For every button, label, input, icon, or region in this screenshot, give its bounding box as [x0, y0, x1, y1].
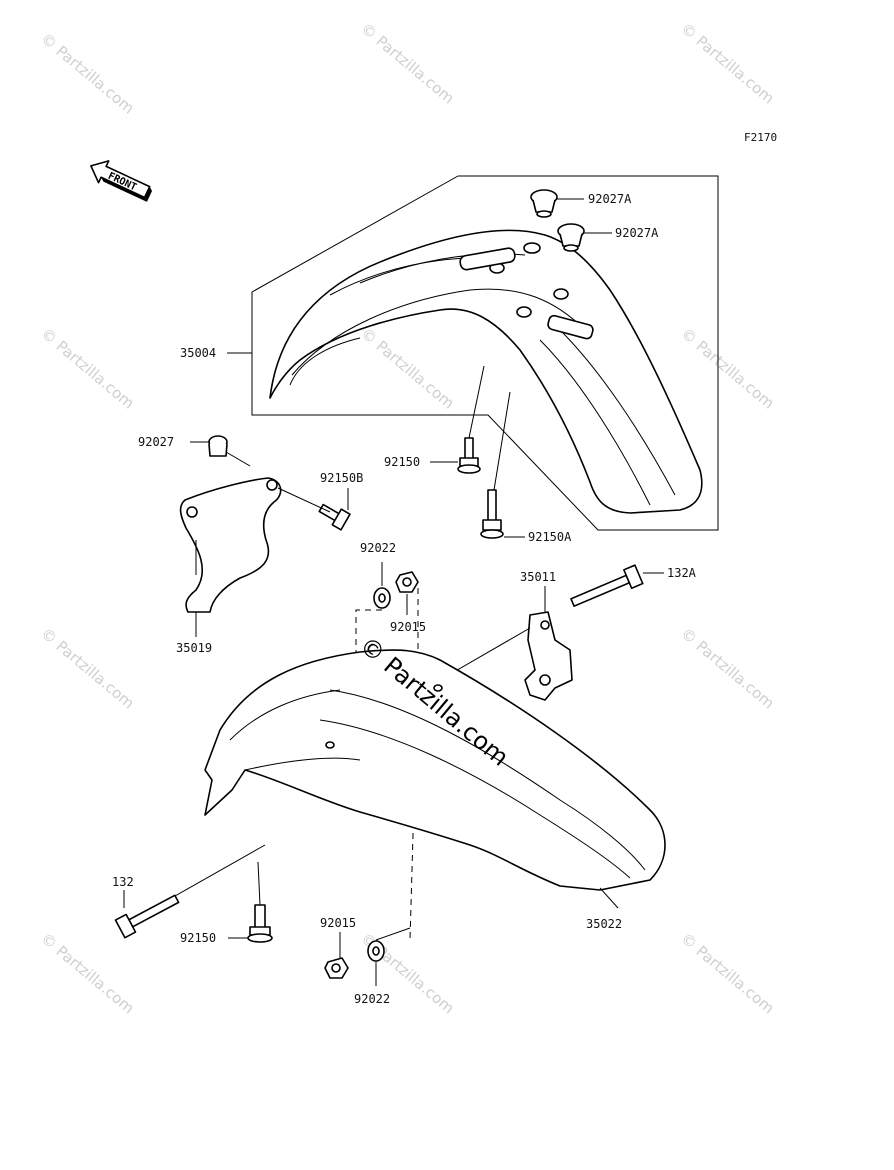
part-label-35022: 35022	[586, 917, 622, 931]
watermark: © Partzilla.com	[357, 324, 457, 412]
watermark: © Partzilla.com	[37, 29, 137, 117]
part-label-92015: 92015	[320, 916, 356, 930]
bolt-92150B	[318, 503, 351, 531]
watermark: © Partzilla.com	[677, 324, 777, 412]
part-label-92150: 92150	[384, 455, 420, 469]
part-label-35004: 35004	[180, 346, 216, 360]
bolt-132	[114, 894, 180, 939]
watermark: © Partzilla.com	[677, 624, 777, 712]
washer-92022	[367, 940, 385, 962]
part-label-92027A: 92027A	[588, 192, 632, 206]
part-label-92027: 92027	[138, 435, 174, 449]
bracket-35011	[524, 611, 573, 701]
part-label-92022: 92022	[354, 992, 390, 1006]
rear-fender-35022	[204, 649, 666, 891]
part-label-92150A: 92150A	[528, 530, 572, 544]
part-label-92022: 92022	[360, 541, 396, 555]
watermark: © Partzilla.com	[357, 19, 457, 107]
nut-92015	[395, 571, 419, 593]
grommet-92027A	[530, 189, 558, 218]
watermark: © Partzilla.com	[37, 624, 137, 712]
part-label-35011: 35011	[520, 570, 556, 584]
watermark-layer: © Partzilla.com © Partzilla.com © Partzi…	[37, 19, 777, 1017]
part-label-92150B: 92150B	[320, 471, 363, 485]
bolt-92150A	[480, 489, 504, 539]
watermark: © Partzilla.com	[37, 324, 137, 412]
bolt-92150	[457, 437, 481, 474]
watermark: © Partzilla.com	[677, 929, 777, 1017]
bolt-132A	[570, 564, 644, 607]
part-label-92150: 92150	[180, 931, 216, 945]
front-arrow: FRONT	[90, 160, 153, 202]
guard-35019	[179, 477, 282, 613]
part-label-92015: 92015	[390, 620, 426, 634]
washer-92022	[373, 587, 391, 609]
watermark: © Partzilla.com	[37, 929, 137, 1017]
assembly-box	[251, 175, 719, 531]
diagram-code: F2170	[744, 131, 777, 144]
part-label-132: 132	[112, 875, 134, 889]
front-fender-35004	[269, 229, 703, 514]
nut-92015	[324, 957, 349, 979]
grommet-92027	[208, 435, 228, 457]
part-label-92027A: 92027A	[615, 226, 659, 240]
watermark: © Partzilla.com	[677, 19, 777, 107]
part-label-35019: 35019	[176, 641, 212, 655]
part-label-132A: 132A	[667, 566, 697, 580]
grommet-92027A	[557, 223, 585, 252]
bolt-92150	[247, 904, 273, 943]
